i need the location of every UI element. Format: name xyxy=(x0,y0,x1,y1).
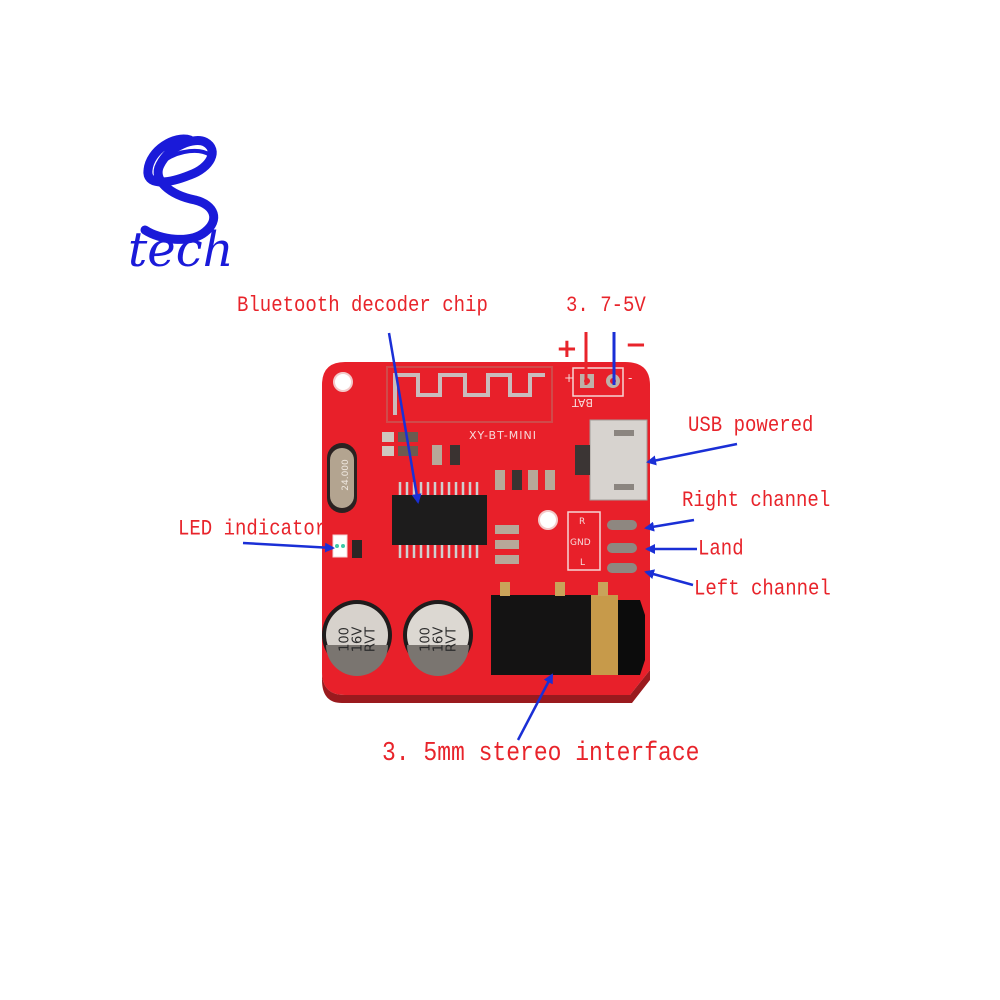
label-minus-sign: − xyxy=(625,330,647,360)
bluetooth-decoder-chip xyxy=(392,482,487,558)
board-plus-silkscreen: + xyxy=(564,371,575,385)
board-model-silkscreen: XY-BT-MINI xyxy=(469,429,537,442)
audio-pads xyxy=(567,511,637,573)
board-minus-silkscreen: - xyxy=(628,371,633,385)
arrow-left-channel xyxy=(644,569,694,587)
pad-label-gnd: GND xyxy=(570,538,591,548)
label-right-channel: Right channel xyxy=(682,487,831,513)
capacitor-2 xyxy=(403,600,473,676)
pad-label-r: R xyxy=(579,517,586,527)
arrow-right-channel xyxy=(644,518,695,532)
mounting-hole xyxy=(538,510,558,530)
arrow-usb xyxy=(646,442,738,466)
label-voltage: 3. 7-5V xyxy=(566,292,646,318)
pad-label-l: L xyxy=(580,558,586,568)
label-led-indicator: LED indicator xyxy=(178,516,327,542)
label-stereo-interface: 3. 5mm stereo interface xyxy=(382,738,700,768)
arrow-bluetooth-chip xyxy=(387,332,422,504)
usb-port xyxy=(575,419,648,501)
stereo-jack xyxy=(491,582,645,675)
label-left-channel: Left channel xyxy=(694,576,831,602)
mounting-hole xyxy=(333,372,353,392)
label-land: Land xyxy=(698,536,744,562)
label-bluetooth-decoder-chip: Bluetooth decoder chip xyxy=(237,292,488,318)
logo-text: tech xyxy=(128,222,234,278)
label-plus-sign: + xyxy=(556,334,578,364)
capacitor-1 xyxy=(322,600,392,676)
arrow-stereo xyxy=(516,673,554,741)
label-usb-powered: USB powered xyxy=(688,412,814,438)
arrow-led xyxy=(242,541,335,553)
